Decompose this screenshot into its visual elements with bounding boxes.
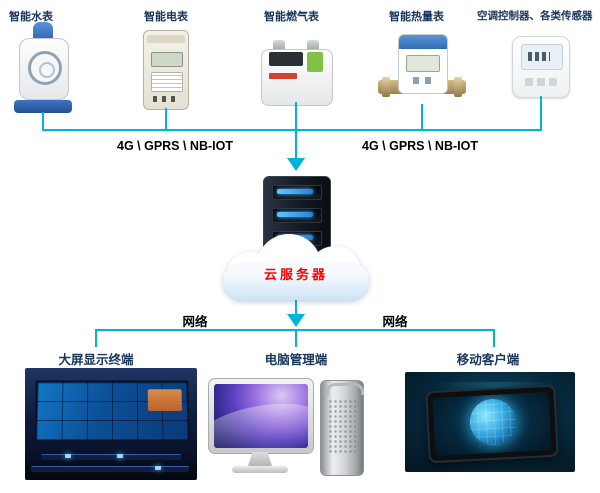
connector-water-meter-line [42, 112, 44, 130]
connector-bus-to-cloud-line [295, 131, 297, 159]
device-label-heat-meter: 智能热量表 [389, 11, 444, 23]
mobile-terminal-image [405, 372, 575, 472]
uplink-label-left: 4G \ GPRS \ NB-IOT [117, 139, 233, 153]
electric-meter-lcd [151, 52, 183, 67]
bigscreen-terminal-image [25, 368, 197, 480]
water-meter-image [14, 22, 72, 118]
lower-bus-line [95, 329, 495, 331]
desk-monitor-glow [117, 454, 123, 458]
gas-meter-display [269, 52, 303, 66]
pc-terminal-image [208, 372, 366, 480]
electric-meter-top-band [147, 35, 185, 43]
thermostat-image [512, 36, 570, 98]
heat-meter-image [378, 34, 466, 106]
gas-meter-image [261, 40, 333, 106]
desk-monitor-glow [155, 466, 161, 470]
gas-meter-pipe-right [307, 40, 319, 51]
terminal-label-bigscreen: 大屏显示终端 [58, 353, 134, 367]
connector-electric-meter-line [165, 108, 167, 130]
cloud-server-label: 云服务器 [263, 267, 328, 282]
water-meter-pipe [14, 100, 72, 113]
device-label-water-meter: 智能水表 [9, 11, 53, 23]
heat-meter-nut-right [454, 77, 462, 97]
control-room-desk [41, 454, 181, 460]
electric-meter-image [143, 30, 189, 110]
pc-tower-handle [326, 383, 364, 395]
control-room-screen-wall [34, 380, 190, 443]
cloud-base [223, 262, 369, 300]
heat-meter-body [398, 34, 448, 94]
gas-meter-green-label [307, 52, 323, 72]
heat-meter-buttons [413, 77, 431, 84]
arrow-down-to-terminals [287, 314, 305, 327]
gas-meter-red-label [269, 73, 297, 79]
water-meter-body [19, 38, 69, 100]
gas-meter-pipe-left [273, 40, 285, 51]
pc-monitor-screen [214, 384, 308, 448]
water-meter-cap [33, 22, 53, 42]
heat-meter-nut-left [382, 77, 390, 97]
terminal-label-pc: 电脑管理端 [264, 353, 328, 367]
tablet-device [425, 384, 559, 464]
control-room-floor [25, 448, 197, 480]
device-label-ac-controller-sensors: 空调控制器、各类传感器 [477, 10, 593, 22]
device-label-electric-meter: 智能电表 [144, 11, 188, 23]
connector-bigscreen-line [95, 331, 97, 347]
electric-meter-buttons [153, 96, 179, 102]
pc-monitor [208, 378, 314, 454]
cloud-shape: 云服务器 [221, 234, 371, 302]
connector-mobile-line [493, 331, 495, 347]
heat-meter-blue-band [399, 35, 447, 49]
pc-tower-grill [328, 399, 356, 455]
terminal-label-mobile: 移动客户端 [456, 353, 520, 367]
pc-monitor-base [232, 466, 288, 473]
control-room-desk [31, 466, 189, 472]
device-label-gas-meter: 智能燃气表 [264, 11, 319, 23]
pc-monitor-stand [248, 452, 272, 466]
digital-globe [468, 397, 518, 447]
uplink-label-right: 4G \ GPRS \ NB-IOT [362, 139, 478, 153]
connector-thermostat-line [540, 96, 542, 130]
server-slot [272, 208, 322, 223]
connector-gas-meter-line [295, 102, 297, 130]
connector-heat-meter-line [421, 104, 423, 130]
network-label-right: 网络 [382, 315, 408, 329]
thermostat-buttons [525, 78, 557, 86]
tablet-screen [432, 392, 552, 456]
water-meter-dial [28, 51, 62, 85]
arrow-down-to-cloud [287, 158, 305, 171]
server-slot [272, 185, 322, 200]
heat-meter-lcd [406, 55, 440, 72]
network-label-left: 网络 [182, 315, 208, 329]
connector-pc-line [295, 331, 297, 347]
thermostat-screen [521, 44, 563, 70]
desk-monitor-glow [65, 454, 71, 458]
connector-cloud-down-line [295, 300, 297, 314]
pc-tower [320, 380, 364, 476]
electric-meter-panel [151, 72, 183, 92]
upper-bus-line [42, 129, 542, 131]
